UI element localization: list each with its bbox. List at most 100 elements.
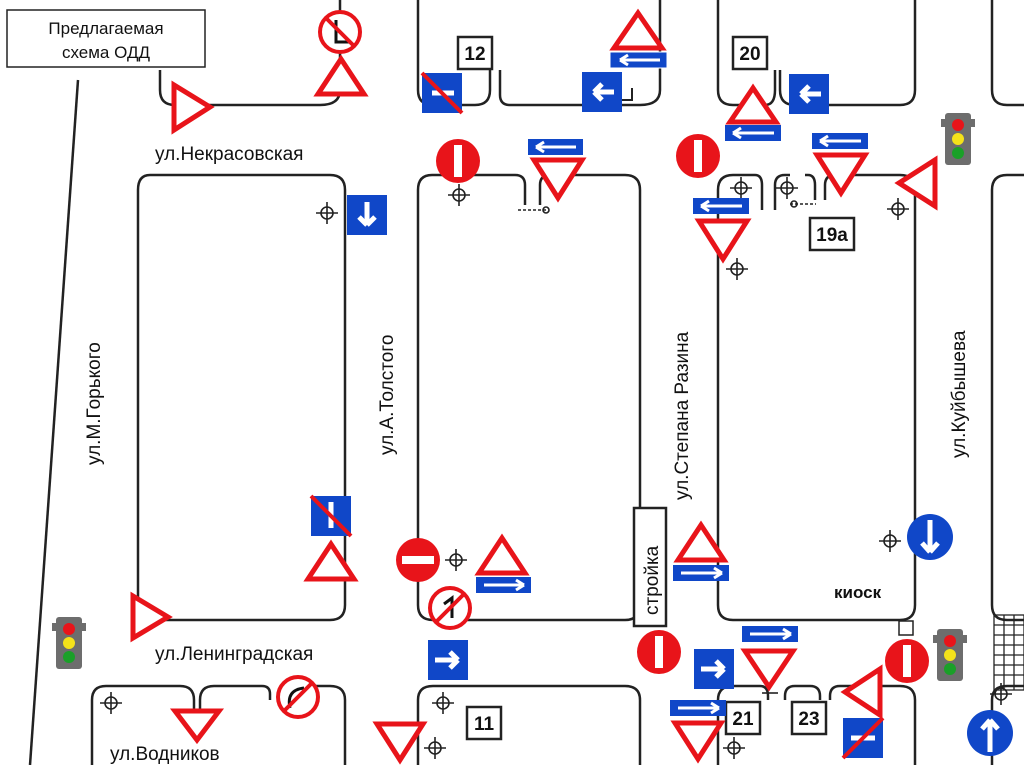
kiosk-label: киоск — [834, 583, 882, 602]
one-way-arrow-icon — [693, 198, 749, 214]
one-way-arrow-icon — [673, 565, 729, 581]
block-right — [716, 173, 917, 622]
building-number: 11 — [465, 705, 503, 741]
traffic-light-icon — [933, 629, 967, 681]
block-middle — [416, 173, 642, 622]
no-entry-sign-icon — [396, 538, 440, 582]
one-way-arrow-icon — [812, 133, 868, 149]
street-gorkogo: ул.М.Горького — [84, 342, 105, 465]
building-number: 12 — [456, 35, 494, 71]
end-one-way-signs — [309, 71, 885, 760]
warning-sign-icon — [725, 83, 781, 125]
end-one-way-icon — [420, 71, 464, 115]
one-way-plates — [476, 51, 868, 716]
building-number: 19а — [808, 216, 856, 252]
title-box: Предлагаемая схема ОДД — [6, 9, 206, 68]
block-top-middle-b — [498, 0, 662, 107]
warning-sign-icon — [894, 155, 938, 211]
yield-sign-icon — [694, 218, 752, 264]
block-bottom-middle — [416, 684, 642, 765]
post-icon — [316, 202, 338, 224]
post-icon — [726, 258, 748, 280]
warning-sign-icon — [609, 8, 667, 51]
street-nekrasovskaya: ул.Некрасовская — [155, 144, 303, 165]
one-way-exit-icon — [789, 74, 829, 114]
block-top-right-b — [778, 0, 917, 107]
one-way-exit-icon — [582, 72, 633, 112]
title-line2: схема ОДД — [62, 43, 150, 62]
yield-sign-icon — [529, 157, 587, 203]
no-entry-sign-icon — [637, 630, 681, 674]
one-way-exit-icon — [694, 649, 734, 689]
one-way-squares — [347, 72, 829, 689]
one-way-arrow-icon — [742, 626, 798, 642]
no-entry-sign-icon — [885, 639, 929, 683]
kiosk-icon — [898, 620, 914, 636]
end-one-way-icon — [841, 716, 885, 760]
yield-sign-icon — [670, 720, 726, 764]
warning-sign-icon — [130, 591, 173, 643]
warning-sign-icon — [303, 539, 359, 582]
building-number: 23 — [790, 700, 828, 736]
post-icon — [730, 177, 752, 199]
one-way-arrow-icon — [725, 125, 781, 141]
no-left-turn-icon — [276, 675, 320, 719]
street-kuibysheva: ул.Куйбышева — [949, 330, 970, 458]
title-line1: Предлагаемая — [48, 19, 163, 38]
post-icon — [448, 184, 470, 206]
street-tolstogo: ул.А.Толстого — [377, 335, 398, 455]
crosswalk-icon — [993, 614, 1024, 691]
block-far-right — [990, 173, 1024, 622]
building-number: 20 — [731, 35, 769, 71]
post-icon — [879, 530, 901, 552]
post-icon — [445, 549, 467, 571]
yield-sign-icon — [812, 152, 870, 198]
post-icon — [723, 737, 745, 759]
post-icon — [424, 737, 446, 759]
block-left-edge — [136, 173, 151, 605]
construction-label: стройка — [642, 545, 663, 615]
warning-sign-icon — [171, 80, 215, 135]
warning-sign-icon — [840, 664, 883, 720]
block-bottom-left-b — [198, 684, 347, 765]
gorkogo-edge — [28, 79, 80, 765]
one-way-arrow-icon — [609, 51, 668, 69]
post-icon — [990, 683, 1012, 705]
post-icon — [432, 692, 454, 714]
one-way-arrow-icon — [476, 577, 531, 593]
post-icon — [887, 198, 909, 220]
one-way-exit-icon — [428, 640, 468, 680]
yield-sign-icon — [372, 721, 428, 765]
building-number: 21 — [724, 700, 762, 736]
no-left-turn-icon — [428, 586, 472, 630]
svg-text:19а: 19а — [816, 225, 848, 246]
end-one-way-icon — [309, 494, 353, 538]
svg-text:12: 12 — [464, 44, 485, 65]
warning-sign-icon — [673, 520, 729, 563]
traffic-light-icon — [941, 113, 975, 165]
street-razina: ул.Степана Разина — [672, 331, 693, 500]
street-leningradskaya: ул.Ленинградская — [155, 644, 313, 665]
traffic-light-icon — [52, 617, 86, 669]
post-icon — [776, 177, 798, 199]
warning-sign-icon — [474, 533, 530, 576]
one-way-exit-icon — [347, 195, 387, 235]
block-left — [148, 173, 347, 622]
yield-sign-icon — [740, 648, 798, 692]
no-entry-signs — [396, 134, 929, 683]
block-top-far-right — [990, 0, 1024, 107]
yield-sign-icon — [169, 708, 225, 745]
no-entry-sign-icon — [676, 134, 720, 178]
straight-only-icon — [907, 514, 953, 560]
svg-text:20: 20 — [739, 44, 760, 65]
straight-only-icon — [967, 710, 1013, 756]
no-entry-sign-icon — [436, 139, 480, 183]
sign-posts — [100, 177, 1012, 759]
construction-box: стройка — [632, 506, 668, 628]
svg-text:23: 23 — [798, 709, 819, 730]
no-u-turn-icon — [318, 10, 362, 54]
svg-text:11: 11 — [474, 714, 495, 735]
post-icon — [100, 692, 122, 714]
